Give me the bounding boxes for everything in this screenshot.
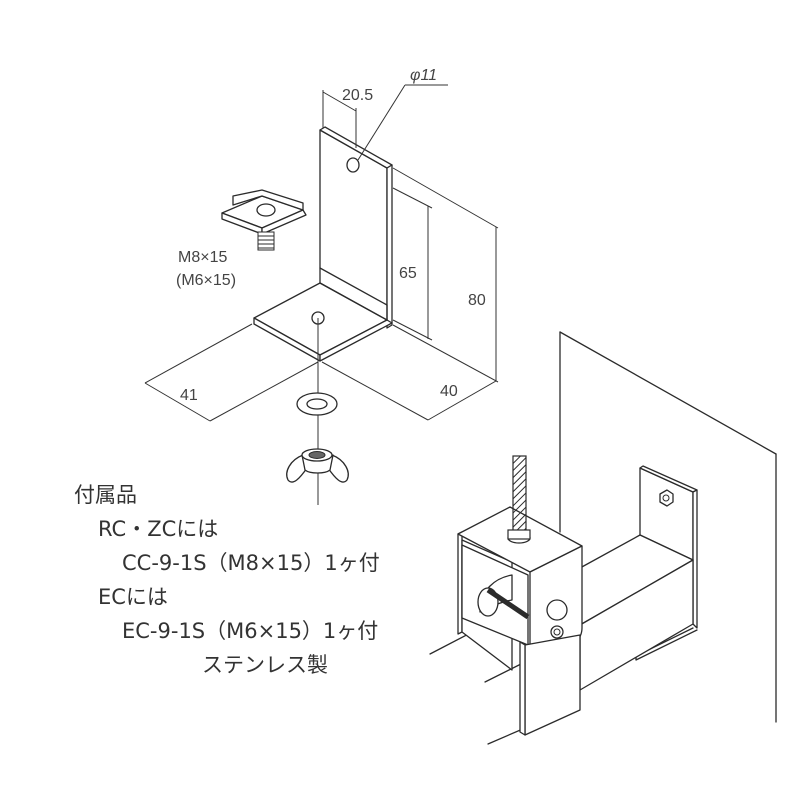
wall <box>559 331 777 723</box>
channel-clip <box>221 189 307 251</box>
dimension-41 <box>144 323 319 422</box>
dimension-20-5 <box>322 90 357 148</box>
dim-hole-diameter: φ11 <box>410 67 437 84</box>
washer <box>296 392 338 416</box>
threaded-rod <box>507 455 531 544</box>
dimension-80 <box>392 167 499 383</box>
dimension-phi11-leader <box>357 84 448 161</box>
clip-label-line2: (M6×15) <box>176 272 236 289</box>
clip-label-line1: M8×15 <box>178 249 227 266</box>
wing-nut <box>286 448 349 483</box>
upper-hole <box>346 157 360 173</box>
dim-hole-offset: 20.5 <box>342 87 373 104</box>
notes-stainless: ステンレス製 <box>202 653 328 677</box>
dim-inner-height: 65 <box>399 265 417 282</box>
notes-cc-9-1s: CC-9-1S（M8×15）1ヶ付 <box>122 551 380 575</box>
dim-total-height: 80 <box>468 292 486 309</box>
dim-base-depth: 40 <box>440 383 458 400</box>
notes-rc-zc: RC・ZCには <box>98 517 219 541</box>
notes-ec: ECには <box>98 585 168 609</box>
dimension-65 <box>392 187 433 341</box>
l-bracket <box>253 126 393 362</box>
notes-heading: 付属品 <box>74 483 137 507</box>
accessory-notes: 付属品 RC・ZCには CC-9-1S（M8×15）1ヶ付 ECには EC-9-… <box>74 478 380 682</box>
notes-ec-9-1s: EC-9-1S（M6×15）1ヶ付 <box>122 619 379 643</box>
dim-base-width: 41 <box>180 387 198 404</box>
channel-body <box>579 534 694 691</box>
dimension-40 <box>321 361 497 421</box>
